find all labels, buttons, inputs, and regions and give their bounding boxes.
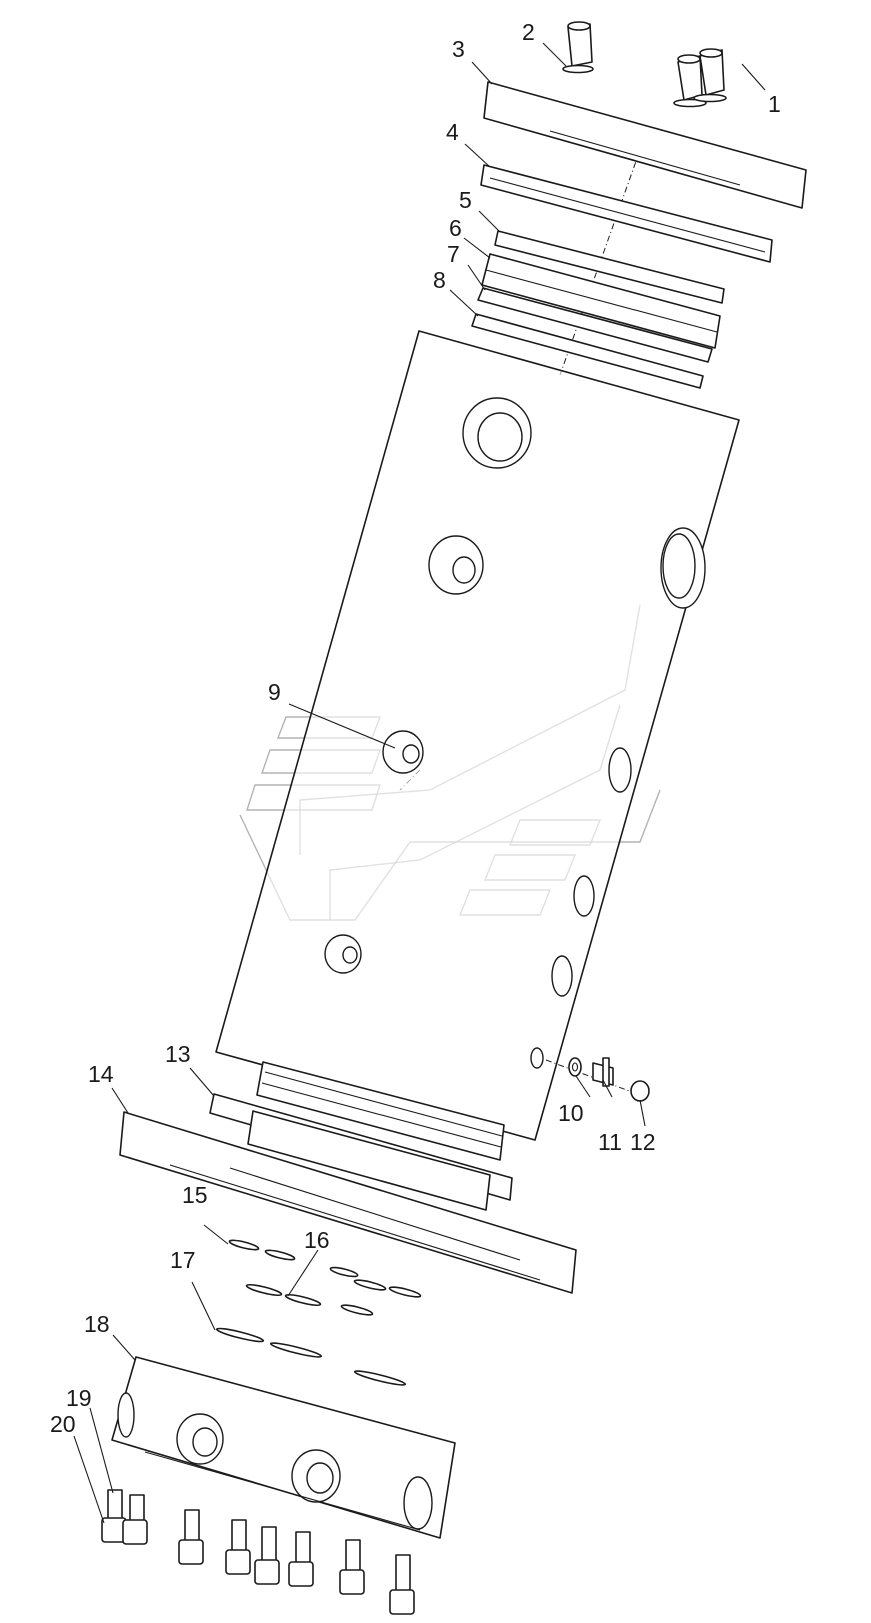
body-side-port [608, 747, 632, 793]
fitting-parts-10-12 [568, 1057, 650, 1102]
bolt-pair-part-1 [673, 48, 727, 108]
callout-10: 10 [558, 1100, 584, 1126]
body-neck [256, 1061, 505, 1161]
callout-labels: 1 2 3 4 5 6 7 8 9 10 11 12 13 14 15 16 1… [50, 19, 781, 1437]
callout-12: 12 [630, 1129, 656, 1155]
ring-part-5 [494, 230, 725, 304]
callout-4: 4 [446, 119, 459, 145]
callout-15: 15 [182, 1182, 208, 1208]
callout-13: 13 [165, 1041, 191, 1067]
callout-14: 14 [88, 1061, 114, 1087]
flange-part-13 [209, 1093, 513, 1211]
cap-part-12 [630, 1080, 650, 1102]
manifold-side-port [403, 1476, 433, 1530]
callout-9: 9 [268, 679, 281, 705]
lower-plate-part-14 [119, 1111, 577, 1294]
callout-20: 20 [50, 1411, 76, 1437]
callout-3: 3 [452, 36, 465, 62]
callout-18: 18 [84, 1311, 110, 1337]
small-seals-parts-15-17 [215, 1239, 422, 1386]
body-side-port-small [530, 1047, 544, 1069]
callout-6: 6 [449, 215, 462, 241]
callout-5: 5 [459, 187, 472, 213]
thin-ring-part-7 [477, 287, 713, 363]
body-side-port [551, 955, 573, 997]
callout-11: 11 [598, 1129, 622, 1155]
seal-ring-part-8 [471, 313, 704, 389]
callout-8: 8 [433, 267, 446, 293]
bottom-bolts-parts-19-20 [101, 1489, 415, 1615]
leader-lines [73, 42, 766, 1524]
manifold-block-part-18 [111, 1356, 456, 1539]
callout-19: 19 [66, 1385, 92, 1411]
callout-7: 7 [447, 241, 460, 267]
callout-1: 1 [768, 91, 781, 117]
body-side-port [573, 875, 595, 917]
thick-ring-part-6 [481, 253, 721, 349]
callout-2: 2 [522, 19, 535, 45]
main-cylinder-body [215, 330, 740, 1141]
top-cover-plate-part-3 [483, 81, 807, 209]
callout-17: 17 [170, 1247, 196, 1273]
bolt-part-2 [562, 21, 594, 74]
washer-part-10 [568, 1057, 582, 1077]
callout-16: 16 [304, 1227, 330, 1253]
gasket-part-4 [480, 164, 773, 263]
